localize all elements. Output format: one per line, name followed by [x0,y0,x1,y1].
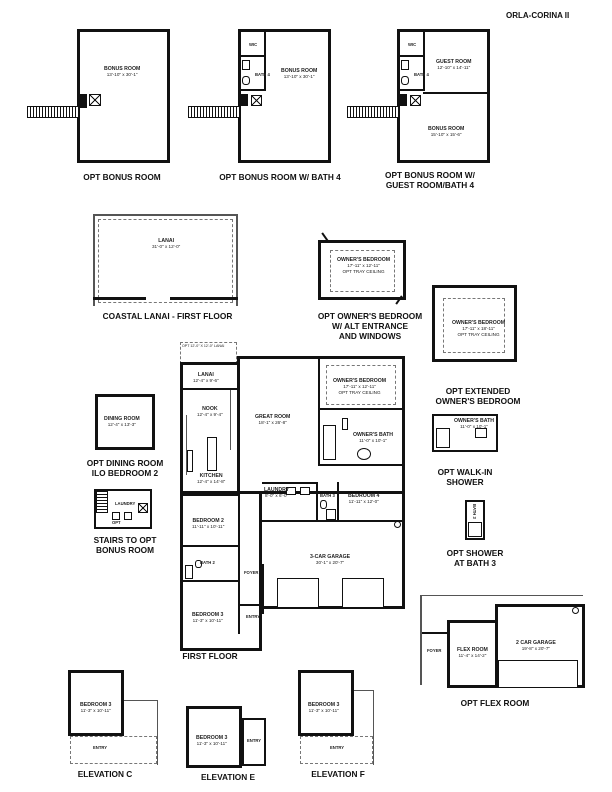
caption-elevation-f: ELEVATION F [311,769,365,779]
plan-name: ORLA-CORINA II [506,11,570,20]
caption-coastal-lanai: COASTAL LANAI - FIRST FLOOR [102,311,233,321]
caption-elevation-c: ELEVATION C [77,769,133,779]
caption-opt-bonus-guest: OPT BONUS ROOM W/GUEST ROOM/BATH 4 [385,170,475,190]
caption-opt-bonus-bath4: OPT BONUS ROOM W/ BATH 4 [219,172,341,182]
caption-elevation-e: ELEVATION E [200,772,256,782]
caption-opt-bonus-room: OPT BONUS ROOM [83,172,161,182]
caption-flex-room: OPT FLEX ROOM [460,698,530,708]
caption-first-floor: FIRST FLOOR [182,651,238,661]
